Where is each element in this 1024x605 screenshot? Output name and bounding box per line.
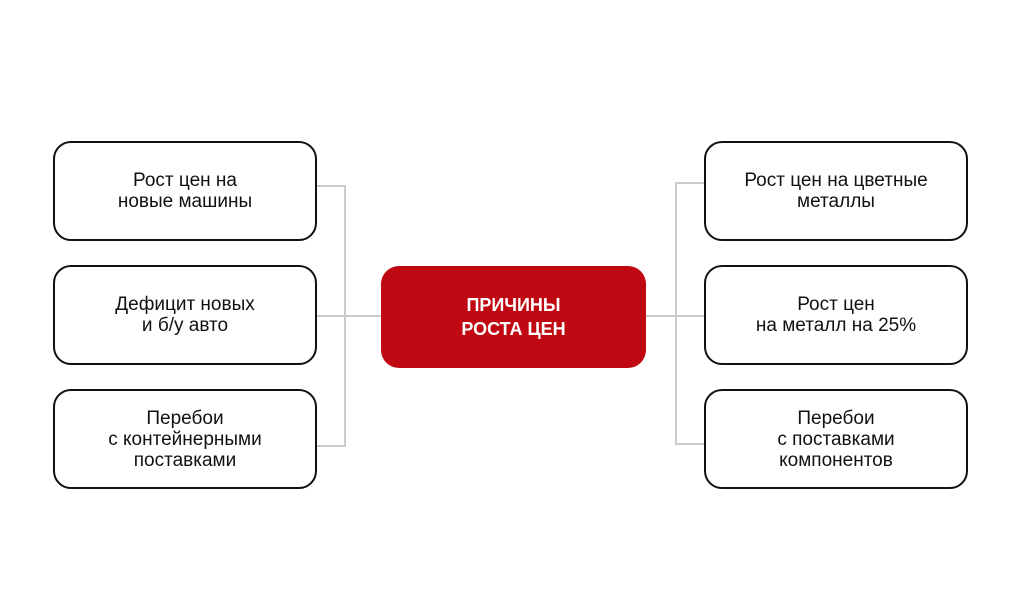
cause-node-nonferrous-metals-price: Рост цен на цветные металлы [704, 141, 968, 241]
center-node-label: ПРИЧИНЫ РОСТА ЦЕН [461, 295, 566, 339]
cause-node-container-disruptions: Перебои с контейнерными поставками [53, 389, 317, 489]
cause-node-label: Перебои с поставками компонентов [777, 407, 895, 471]
cause-node-label: Рост цен на новые машины [117, 170, 253, 212]
cause-node-new-cars-price: Рост цен на новые машины [53, 141, 317, 241]
cause-node-label: Дефицит новых и б/у авто [115, 294, 255, 336]
cause-node-metal-price-25: Рост цен на металл на 25% [704, 265, 968, 365]
cause-node-car-shortage: Дефицит новых и б/у авто [53, 265, 317, 365]
center-node-price-growth-reasons: ПРИЧИНЫ РОСТА ЦЕН [381, 266, 646, 368]
cause-node-label: Перебои с контейнерными поставками [108, 407, 262, 471]
cause-node-label: Рост цен на металл на 25% [755, 294, 917, 336]
cause-node-label: Рост цен на цветные металлы [744, 170, 928, 212]
cause-node-component-disruptions: Перебои с поставками компонентов [704, 389, 968, 489]
